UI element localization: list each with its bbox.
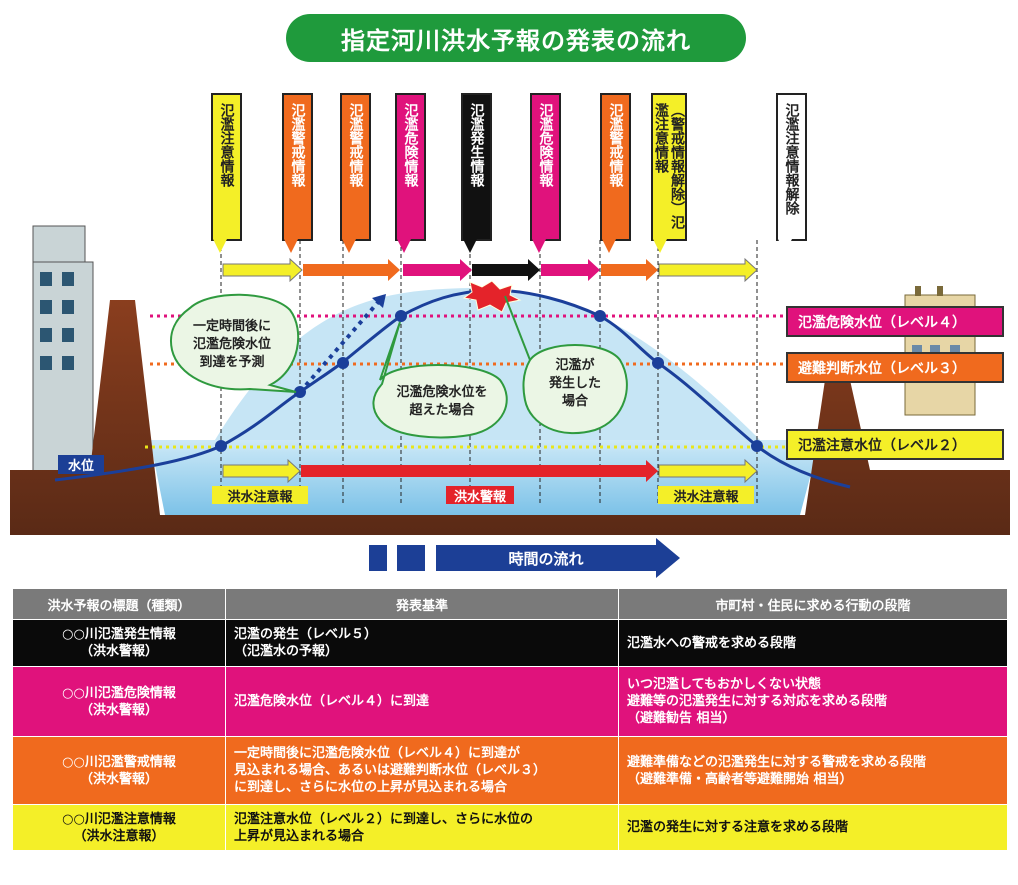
table-cell-name: ○○川氾濫危険情報 （洪水警報） xyxy=(12,666,226,737)
table-cell-criteria: 氾濫の発生（レベル５） （氾濫水の予報） xyxy=(225,619,619,667)
river-water xyxy=(150,440,820,515)
flag-pointer xyxy=(463,239,477,253)
table-row: ○○川氾濫警戒情報 （洪水警報）一定時間後に氾濫危険水位（レベル４）に到達が 見… xyxy=(12,736,1008,805)
phase-advisory-1: 洪水注意報 xyxy=(212,486,308,505)
water-level-curve xyxy=(54,288,851,489)
table-cell-action: 氾濫水への警戒を求める段階 xyxy=(618,619,1008,667)
flag-pointer xyxy=(653,239,667,253)
table-cell-name: ○○川氾濫発生情報 （洪水警報） xyxy=(12,619,226,667)
header-criteria: 発表基準 xyxy=(225,588,619,620)
page-title: 指定河川洪水予報の発表の流れ xyxy=(286,14,746,62)
info-flag: 氾濫注意情報 xyxy=(211,93,242,241)
table-cell-action: いつ氾濫してもおかしくない状態 避難等の氾濫発生に対する対応を求める段階 （避難… xyxy=(618,666,1008,737)
table-cell-criteria: 氾濫危険水位（レベル４）に到達 xyxy=(225,666,619,737)
header-action: 市町村・住民に求める行動の段階 xyxy=(618,588,1008,620)
bubble-forecast-text: 一定時間後に 氾濫危険水位 到達を予測 xyxy=(192,319,271,370)
flag-pointer xyxy=(532,239,546,253)
flood-burst-icon xyxy=(462,280,522,313)
bubble-danger-text: 氾濫危険水位を 超えた場合 xyxy=(396,385,488,418)
flag-pointer xyxy=(602,239,616,253)
left-building-icon xyxy=(32,225,94,473)
phase-warning: 洪水警報 xyxy=(446,486,514,505)
table-cell-criteria: 一定時間後に氾濫危険水位（レベル４）に到達が 見込まれる場合、あるいは避難判断水… xyxy=(225,736,619,805)
info-flag: 氾濫発生情報 xyxy=(461,93,492,241)
info-flag: 氾濫警戒情報 xyxy=(282,93,313,241)
flag-pointer xyxy=(342,239,356,253)
table-cell-action: 氾濫の発生に対する注意を求める段階 xyxy=(618,804,1008,851)
table-row: ○○川氾濫危険情報 （洪水警報）氾濫危険水位（レベル４）に到達いつ氾濫してもおか… xyxy=(12,666,1008,737)
info-flag: 氾濫危険情報 xyxy=(530,93,561,241)
time-flow-label: 時間の流れ xyxy=(508,549,584,568)
flag-pointer xyxy=(778,239,792,253)
info-flag: 氾濫危険情報 xyxy=(395,93,426,241)
phase-advisory-2: 洪水注意報 xyxy=(658,486,754,505)
flag-pointer xyxy=(397,239,411,253)
level3-label: 避難判断水位（レベル３） xyxy=(786,352,1004,383)
river-bank xyxy=(10,300,1010,535)
info-flag: 氾濫警戒情報 xyxy=(600,93,631,241)
flow-diagram xyxy=(10,225,1010,578)
flag-pointer xyxy=(284,239,298,253)
table-cell-criteria: 氾濫注意水位（レベル２）に到達し、さらに水位の 上昇が見込まれる場合 xyxy=(225,804,619,851)
bubble-flood-text: 氾濫が 発生した 場合 xyxy=(548,358,601,409)
table-cell-action: 避難準備などの氾濫発生に対する警戒を求める段階 （避難準備・高齢者等避難開始 相… xyxy=(618,736,1008,805)
level4-label: 氾濫危険水位（レベル４） xyxy=(786,306,1004,337)
level2-label: 氾濫注意水位（レベル２） xyxy=(786,429,1004,460)
forecast-table: 洪水予報の標題（種類） 発表基準 市町村・住民に求める行動の段階 ○○川氾濫発生… xyxy=(12,588,1008,851)
table-cell-name: ○○川氾濫警戒情報 （洪水警報） xyxy=(12,736,226,805)
info-flag: 氾濫注意情報解除 xyxy=(776,93,807,241)
info-flag: （警戒情報解除）氾濫注意情報 xyxy=(651,93,687,241)
table-cell-name: ○○川氾濫注意情報 （洪水注意報） xyxy=(12,804,226,851)
time-flow-arrow xyxy=(369,538,680,578)
water-level-tag: 水位 xyxy=(58,455,104,474)
header-title: 洪水予報の標題（種類） xyxy=(12,588,226,620)
info-flag: 氾濫警戒情報 xyxy=(340,93,371,241)
flag-pointer xyxy=(213,239,227,253)
table-row: ○○川氾濫注意情報 （洪水注意報）氾濫注意水位（レベル２）に到達し、さらに水位の… xyxy=(12,804,1008,851)
table-row: ○○川氾濫発生情報 （洪水警報）氾濫の発生（レベル５） （氾濫水の予報）氾濫水へ… xyxy=(12,619,1008,667)
